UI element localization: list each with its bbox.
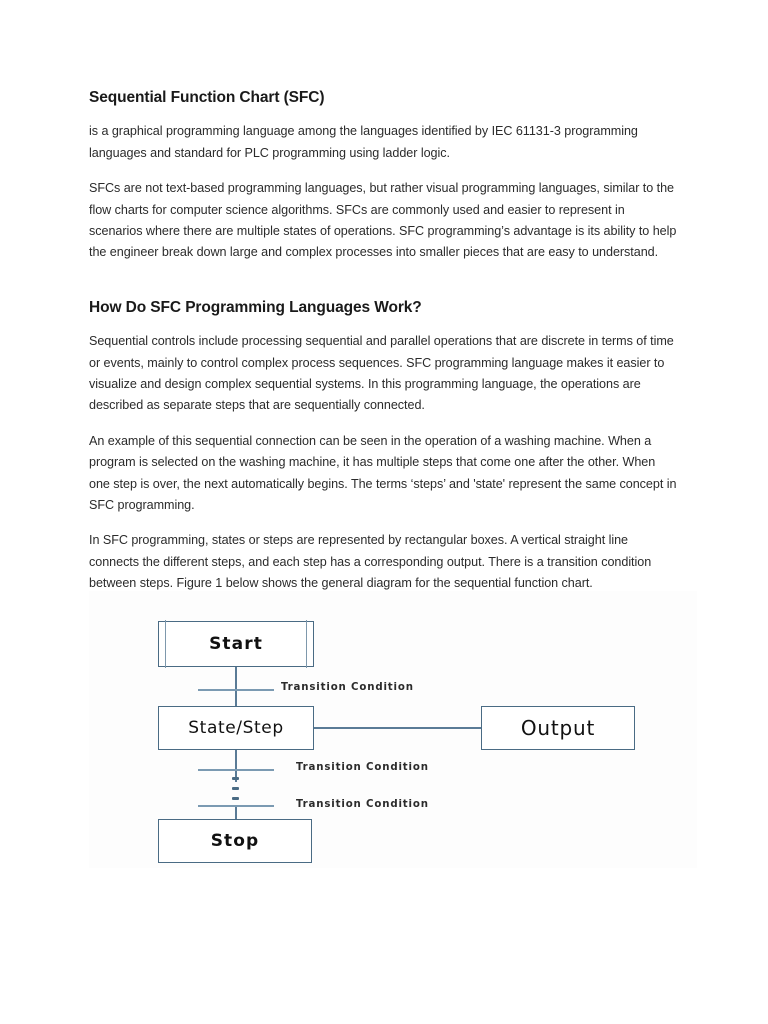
- connector-state-to-output: [314, 727, 481, 730]
- figure-sfc-diagram: Start Transition Condition State/Step Ou…: [89, 591, 697, 868]
- diagram-node-output: Output: [481, 706, 635, 750]
- paragraph-figure-reference: In SFC programming, states or steps are …: [89, 533, 652, 591]
- paragraph-washing-machine-example: An example of this sequential connection…: [89, 433, 677, 513]
- paragraph-sequential-controls: Sequential controls include processing s…: [89, 334, 674, 413]
- transition-label-3: Transition Condition: [296, 799, 429, 810]
- paragraph-intro: is a graphical programming language amon…: [89, 124, 638, 160]
- vertical-ellipsis-icon: [232, 777, 239, 805]
- page-title: Sequential Function Chart (SFC): [89, 89, 325, 106]
- sfc-diagram-canvas: Start Transition Condition State/Step Ou…: [89, 591, 697, 868]
- transition-tick-1: [198, 689, 274, 691]
- connector-ellipsis-to-stop: [235, 807, 238, 820]
- transition-label-2: Transition Condition: [296, 762, 429, 773]
- transition-label-1: Transition Condition: [281, 682, 414, 693]
- section-heading-how-sfc-works: How Do SFC Programming Languages Work?: [89, 298, 422, 316]
- diagram-node-state-step: State/Step: [158, 706, 314, 750]
- transition-tick-3: [198, 805, 274, 807]
- document-body: Sequential Function Chart (SFC) is a gra…: [89, 88, 679, 595]
- diagram-node-stop: Stop: [158, 819, 312, 863]
- connector-start-to-state: [235, 667, 238, 706]
- connector-state-to-ellipsis: [235, 750, 238, 782]
- diagram-node-start: Start: [158, 620, 314, 668]
- transition-tick-2: [198, 769, 274, 771]
- paragraph-sfc-overview: SFCs are not text-based programming lang…: [89, 181, 677, 260]
